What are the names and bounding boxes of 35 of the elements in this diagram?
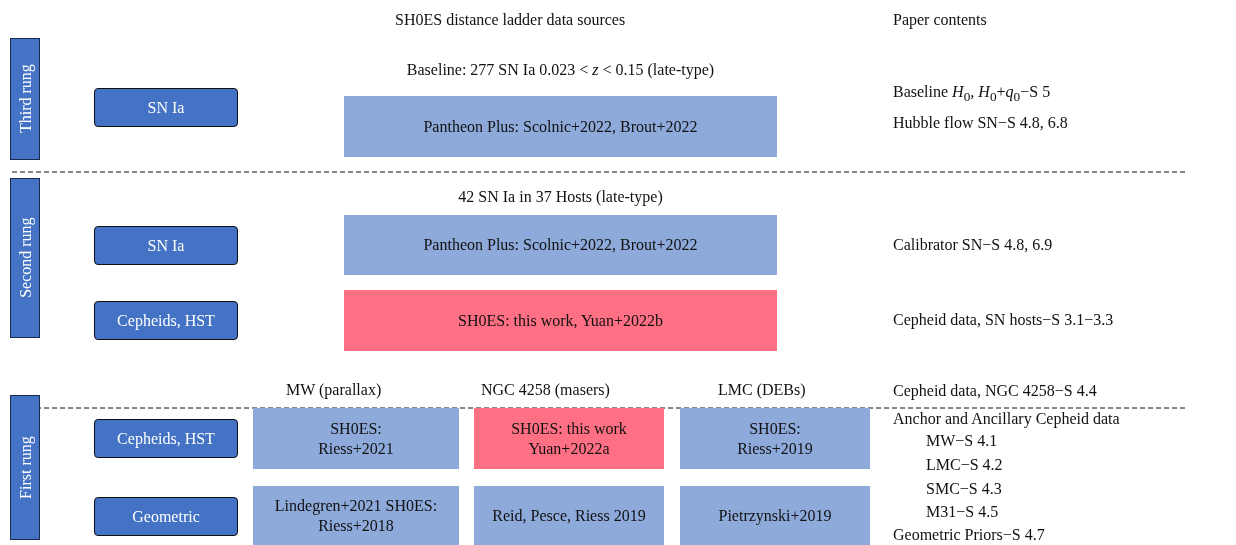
category-box: SN Ia (94, 226, 238, 265)
rung-label-bar: Third rung (10, 38, 40, 160)
contents-entry: Anchor and Ancillary Cepheid data (893, 409, 1120, 429)
contents-entry: Geometric Priors−S 4.7 (893, 525, 1045, 545)
source-box: Pietrzynski+2019 (680, 486, 870, 545)
source-box: SH0ES: this work, Yuan+2022b (344, 290, 777, 351)
category-box: SN Ia (94, 88, 238, 127)
section-heading: Baseline: 277 SN Ia 0.023 < z < 0.15 (late-type) (405, 60, 716, 80)
section-heading: 42 SN Ia in 37 Hosts (late-type) (457, 187, 664, 207)
source-box: Pantheon Plus: Scolnic+2022, Brout+2022 (344, 96, 777, 157)
contents-entry: Calibrator SN−S 4.8, 6.9 (893, 235, 1053, 255)
contents-entry: MW−S 4.1 (926, 431, 998, 451)
category-box: Cepheids, HST (94, 419, 238, 458)
source-box: Lindegren+2021 SH0ES: Riess+2018 (253, 486, 459, 545)
contents-entry: Cepheid data, SN hosts−S 3.1−3.3 (893, 310, 1114, 330)
source-box: Reid, Pesce, Riess 2019 (474, 486, 664, 545)
category-box: Geometric (94, 497, 238, 536)
contents-entry: SMC−S 4.3 (926, 479, 1002, 499)
column-heading: NGC 4258 (masers) (481, 380, 610, 400)
rung-label-bar: Second rung (10, 178, 40, 338)
contents-entry: Baseline H$_{0}$, H$_{0}$+q$_{0}$−S 5 (893, 82, 1051, 107)
column-heading: MW (parallax) (286, 380, 382, 400)
column-heading: Paper contents (893, 10, 987, 30)
title: SH0ES distance ladder data sources (395, 10, 626, 30)
source-box: Pantheon Plus: Scolnic+2022, Brout+2022 (344, 215, 777, 275)
column-heading: LMC (DEBs) (718, 380, 806, 400)
source-box: SH0ES: this work Yuan+2022a (474, 408, 664, 469)
source-box: SH0ES: Riess+2019 (680, 408, 870, 469)
source-box: SH0ES: Riess+2021 (253, 408, 459, 469)
contents-entry: Hubble flow SN−S 4.8, 6.8 (893, 113, 1068, 133)
category-box: Cepheids, HST (94, 301, 238, 340)
rung-label-bar: First rung (10, 395, 40, 540)
contents-entry: M31−S 4.5 (926, 502, 999, 522)
contents-entry: LMC−S 4.2 (926, 455, 1003, 475)
contents-entry: Cepheid data, NGC 4258−S 4.4 (893, 381, 1097, 401)
